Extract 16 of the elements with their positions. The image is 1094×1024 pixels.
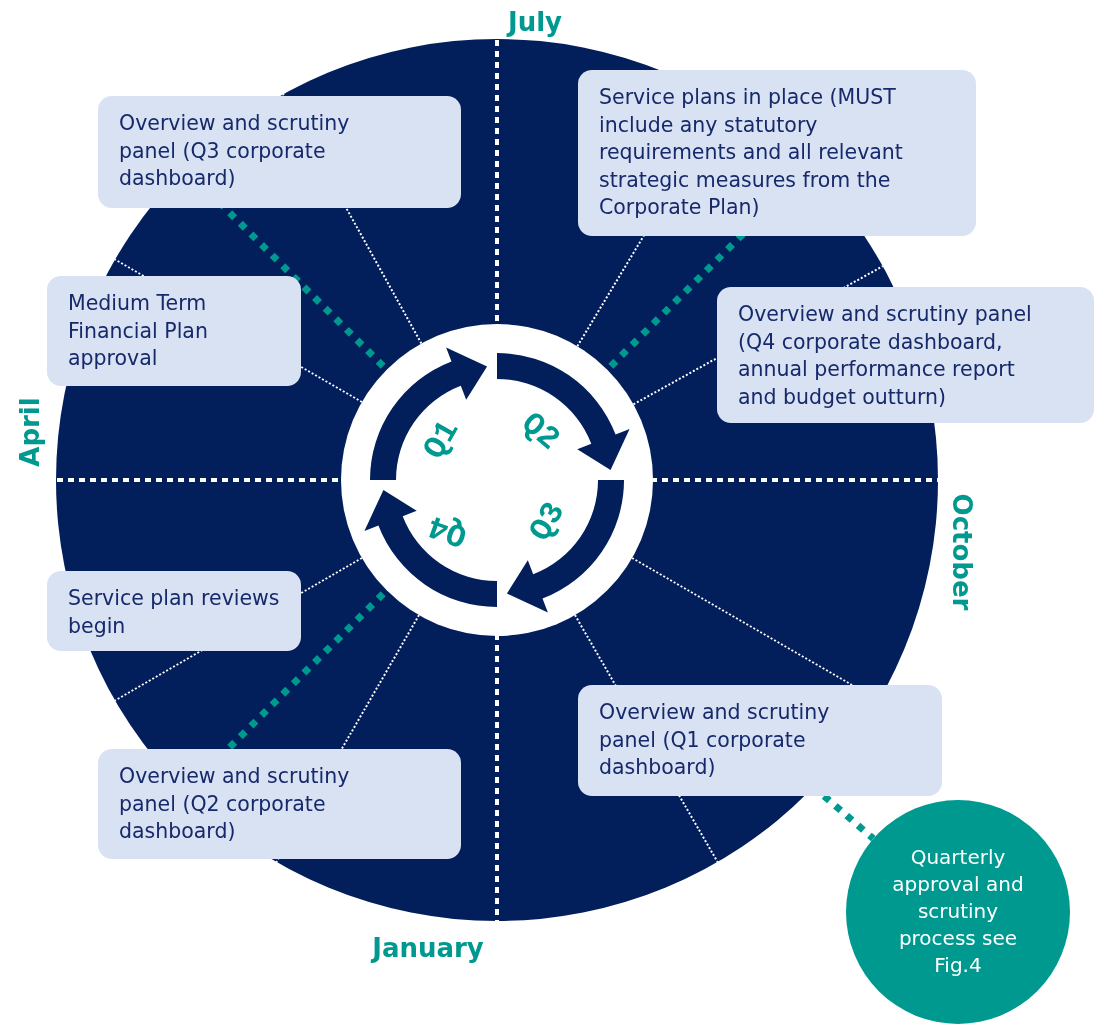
- quarter-label: Q1: [418, 415, 466, 465]
- event-box: Overview and scrutiny panel (Q2 corporate dashboard): [98, 749, 461, 859]
- month-label: July: [508, 9, 562, 35]
- month-label: April: [17, 397, 43, 467]
- connector-line: [821, 793, 876, 842]
- quarter-label: Q3: [524, 497, 572, 547]
- event-box: Service plans in place (MUST include any statutory requirements and all relevant strategic measures from the Corporate Plan): [578, 70, 976, 236]
- month-label: January: [372, 935, 484, 961]
- quarter-label: Q2: [515, 407, 565, 457]
- quarter-label: Q4: [424, 508, 472, 552]
- event-box: Overview and scrutiny panel (Q1 corporate dashboard): [578, 685, 942, 796]
- event-box: Overview and scrutiny panel (Q4 corporate dashboard, annual performance report and budget outturn): [717, 287, 1094, 423]
- event-box: Service plan reviews begin: [47, 571, 301, 651]
- event-box: Medium Term Financial Plan approval: [47, 276, 301, 386]
- month-label: October: [949, 493, 975, 611]
- event-box: Overview and scrutiny panel (Q3 corporate dashboard): [98, 96, 461, 208]
